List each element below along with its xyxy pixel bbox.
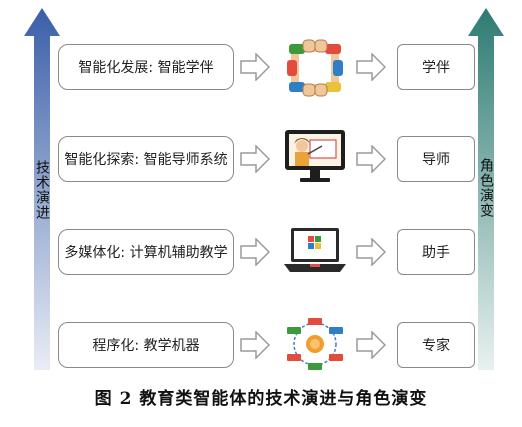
hollow-right-arrow xyxy=(240,53,270,81)
role-evolution-arrow xyxy=(468,8,504,370)
teacher-monitor-icon xyxy=(282,126,346,190)
hollow-right-arrow xyxy=(240,238,270,266)
technology-evolution-label: 技术演进 xyxy=(34,160,50,220)
cycle-machine-icon xyxy=(282,312,346,376)
role-label: 学伴 xyxy=(422,60,450,76)
role-label: 助手 xyxy=(422,245,450,261)
hollow-right-arrow xyxy=(356,145,386,173)
figure-caption: 图 2 教育类智能体的技术演进与角色演变 xyxy=(94,389,428,409)
role-label: 专家 xyxy=(422,338,450,354)
role-box-expert: 专家 xyxy=(397,322,475,368)
stage-label: 程序化: 教学机器 xyxy=(92,338,200,354)
technology-evolution-arrow xyxy=(24,8,60,370)
role-label: 导师 xyxy=(422,152,450,168)
role-box-tutor: 导师 xyxy=(397,136,475,182)
hands-teamwork-icon xyxy=(283,36,347,100)
hollow-right-arrow xyxy=(240,331,270,359)
hollow-right-arrow xyxy=(356,331,386,359)
hollow-right-arrow xyxy=(240,145,270,173)
stage-label: 智能化探索: 智能导师系统 xyxy=(64,152,228,168)
laptop-windows-icon xyxy=(282,220,346,284)
role-box-companion: 学伴 xyxy=(397,44,475,90)
stage-box-intelligent-companion: 智能化发展: 智能学伴 xyxy=(58,44,234,90)
stage-box-multimedia: 多媒体化: 计算机辅助教学 xyxy=(58,229,234,275)
stage-label: 智能化发展: 智能学伴 xyxy=(78,60,214,76)
hollow-right-arrow xyxy=(356,53,386,81)
hollow-right-arrow xyxy=(356,238,386,266)
stage-box-programmed: 程序化: 教学机器 xyxy=(58,322,234,368)
stage-label: 多媒体化: 计算机辅助教学 xyxy=(64,245,228,261)
role-box-assistant: 助手 xyxy=(397,229,475,275)
stage-box-intelligent-tutor: 智能化探索: 智能导师系统 xyxy=(58,136,234,182)
role-evolution-label: 角色演变 xyxy=(478,158,494,218)
